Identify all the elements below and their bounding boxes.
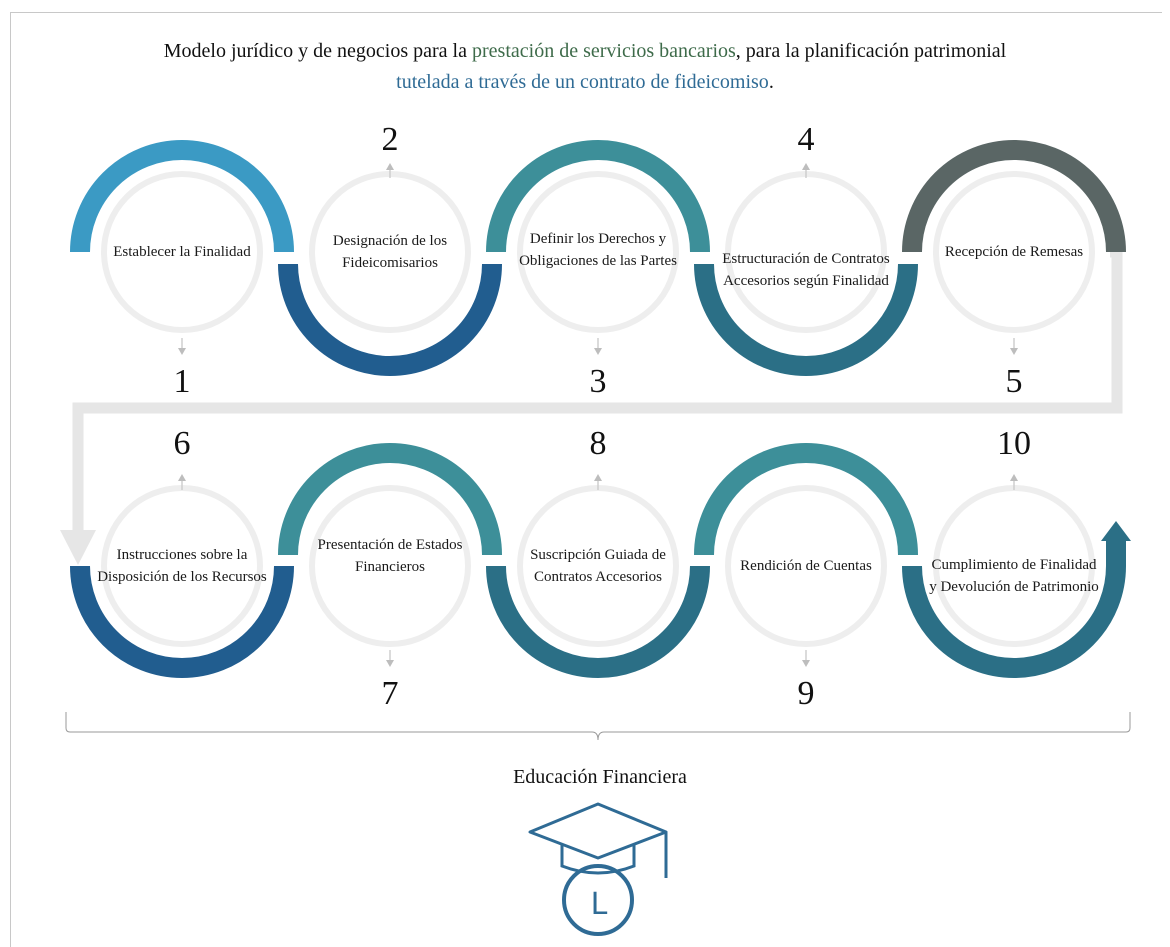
step-7-label: Presentación de Estados Financieros [317,537,463,575]
title-part-2: , para la planificación patrimonial [735,40,1007,62]
step-1-number: 1 [173,363,191,400]
step-10-arc [902,540,1126,678]
step-5-arc [902,140,1126,253]
graduation-cap-icon [528,802,668,936]
end-arrowhead [1101,521,1131,541]
step-9-pointer-head [802,660,810,667]
step-8-arc [486,565,710,678]
pointer-arrows [178,163,1018,667]
step-8-pointer-head [594,474,602,481]
step-5-pointer-head [1010,348,1018,355]
step-4-number: 4 [797,121,815,158]
step-7-circle [309,485,471,647]
step-3-number: 3 [589,363,607,400]
step-5-label: Recepción de Remesas [944,244,1084,260]
step-5-circle [933,171,1095,333]
step-1-arc [70,140,294,253]
step-3-label: Definir los Derechos y Obligaciones de l… [519,231,677,269]
step-6-label: Instrucciones sobre la Disposición de lo… [97,547,267,585]
step-circles [101,171,1095,647]
step-6-arc [70,565,294,678]
step-3-circle [517,171,679,333]
step-9-arc [694,443,918,556]
step-8-number: 8 [589,425,607,462]
step-9-number: 9 [797,675,815,712]
step-1-circle [101,171,263,333]
footer-label: Educación Financiera [513,766,687,788]
frame-top-border [10,12,1162,13]
step-2-label: Designación de los Fideicomisarios [332,233,448,271]
title-highlight-1: prestación de servicios bancarios [472,40,736,62]
step-1-label: Establecer la Finalidad [113,244,251,260]
step-2-number: 2 [381,121,399,158]
step-2-pointer-head [386,163,394,170]
step-10-number: 10 [997,425,1031,462]
step-10-pointer-head [1010,474,1018,481]
step-4-label: Estructuración de Contratos Accesorios s… [722,250,890,289]
step-3-arc [486,140,710,253]
step-10-label: Cumplimiento de Finalidad y Devolución d… [929,557,1099,595]
step-3-pointer-head [594,348,602,355]
title-part-3: . [768,71,774,93]
step-6-number: 6 [173,425,191,462]
cap-icon-letter: L [591,887,608,922]
step-5-number: 5 [1005,363,1023,400]
step-7-number: 7 [381,675,399,712]
step-6-pointer-head [178,474,186,481]
step-9-label: Rendición de Cuentas [740,558,872,574]
step-4-pointer-head [802,163,810,170]
title-highlight-2: tutelada a través de un contrato de fide… [396,71,769,93]
step-arcs [70,140,1131,678]
step-9-circle [725,485,887,647]
page-title: Modelo jurídico y de negocios para la pr… [0,36,1170,98]
step-7-pointer-head [386,660,394,667]
step-1-pointer-head [178,348,186,355]
step-4-arc [694,263,918,376]
step-2-arc [278,263,502,376]
connector-arrowhead [60,530,96,565]
step-7-arc [278,443,502,556]
title-part-1: Modelo jurídico y de negocios para la [163,40,472,62]
frame-left-border [10,12,11,947]
step-8-label: Suscripción Guiada de Contratos Accesori… [530,547,666,585]
bottom-brace [65,712,1131,741]
